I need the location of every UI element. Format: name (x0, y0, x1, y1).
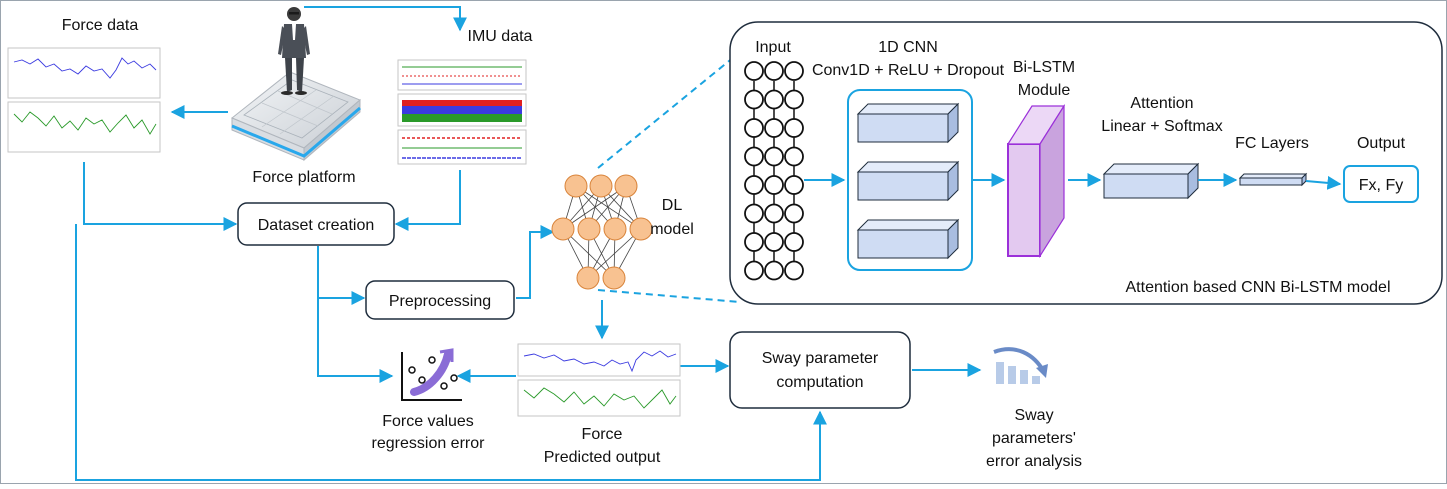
input-node (764, 89, 784, 110)
predicted-output-label-1: Force (582, 426, 623, 443)
input-node (784, 260, 804, 281)
input-node-grid (744, 61, 804, 281)
sway-computation-label-1: Sway parameter (762, 350, 879, 367)
input-node (744, 260, 764, 281)
fc-layers-block (1238, 172, 1308, 187)
output-box (1343, 165, 1419, 203)
dataset-creation-box (237, 202, 395, 246)
cnn-title: 1D CNN (878, 39, 938, 56)
input-node (744, 118, 764, 138)
input-node (764, 232, 784, 252)
bilstm-label-2: Module (1018, 82, 1071, 99)
dl-model-label-2: model (650, 221, 694, 238)
cnn-subtitle: Conv1D + ReLU + Dropout (812, 62, 1005, 79)
sway-error-label-3: error analysis (986, 453, 1082, 470)
preprocessing-label: Preprocessing (389, 293, 491, 310)
cnn-blocks (856, 102, 960, 260)
sway-computation-label-2: computation (776, 374, 863, 391)
dataset-creation-label: Dataset creation (258, 217, 375, 234)
output-box-label: Fx, Fy (1359, 177, 1403, 194)
input-node (764, 260, 784, 281)
attention-label-1: Attention (1130, 95, 1193, 112)
input-node (744, 203, 764, 224)
imu-data-label: IMU data (468, 28, 533, 45)
output-label: Output (1357, 135, 1406, 152)
input-node (764, 146, 784, 167)
input-node (744, 232, 764, 252)
sway-computation-box (729, 331, 911, 409)
person-on-platform-icon (231, 7, 361, 162)
input-node (764, 203, 784, 224)
input-node (764, 118, 784, 138)
input-label: Input (755, 39, 791, 56)
predicted-output-plots (517, 343, 681, 417)
input-node (784, 89, 804, 110)
error-bar-chart-icon (993, 347, 1048, 384)
sway-error-label-1: Sway (1014, 407, 1053, 424)
sway-error-label-2: parameters' (992, 430, 1076, 447)
zoom-dashed-lines (597, 51, 741, 303)
regression-error-label-2: regression error (372, 435, 486, 452)
imu-data-plots (397, 59, 527, 165)
input-node (744, 175, 764, 195)
input-node (784, 232, 804, 252)
input-node (764, 61, 784, 81)
flow-arrows (75, 6, 982, 481)
input-node (744, 61, 764, 81)
fc-layers-label: FC Layers (1235, 135, 1309, 152)
regression-error-label-1: Force values (382, 413, 474, 430)
attention-block (1102, 162, 1200, 200)
dl-model-label-1: DL (662, 197, 683, 214)
input-node (784, 118, 804, 138)
regression-scatter-icon (401, 348, 462, 401)
model-caption: Attention based CNN Bi-LSTM model (1126, 279, 1391, 296)
input-node (764, 175, 784, 195)
input-node (744, 89, 764, 110)
input-node (784, 61, 804, 81)
force-data-plots (7, 47, 161, 153)
force-data-label: Force data (62, 17, 139, 34)
predicted-output-label-2: Predicted output (544, 449, 661, 466)
model-flow-arrows (804, 173, 1342, 190)
input-node (744, 146, 764, 167)
input-node (784, 203, 804, 224)
input-node (784, 175, 804, 195)
dl-model-network (551, 174, 653, 290)
preprocessing-box (365, 280, 515, 320)
attention-label-2: Linear + Softmax (1101, 118, 1222, 135)
force-platform-label: Force platform (252, 169, 355, 186)
bilstm-label-1: Bi-LSTM (1013, 59, 1075, 76)
bilstm-block (1006, 103, 1066, 259)
input-node (784, 146, 804, 167)
